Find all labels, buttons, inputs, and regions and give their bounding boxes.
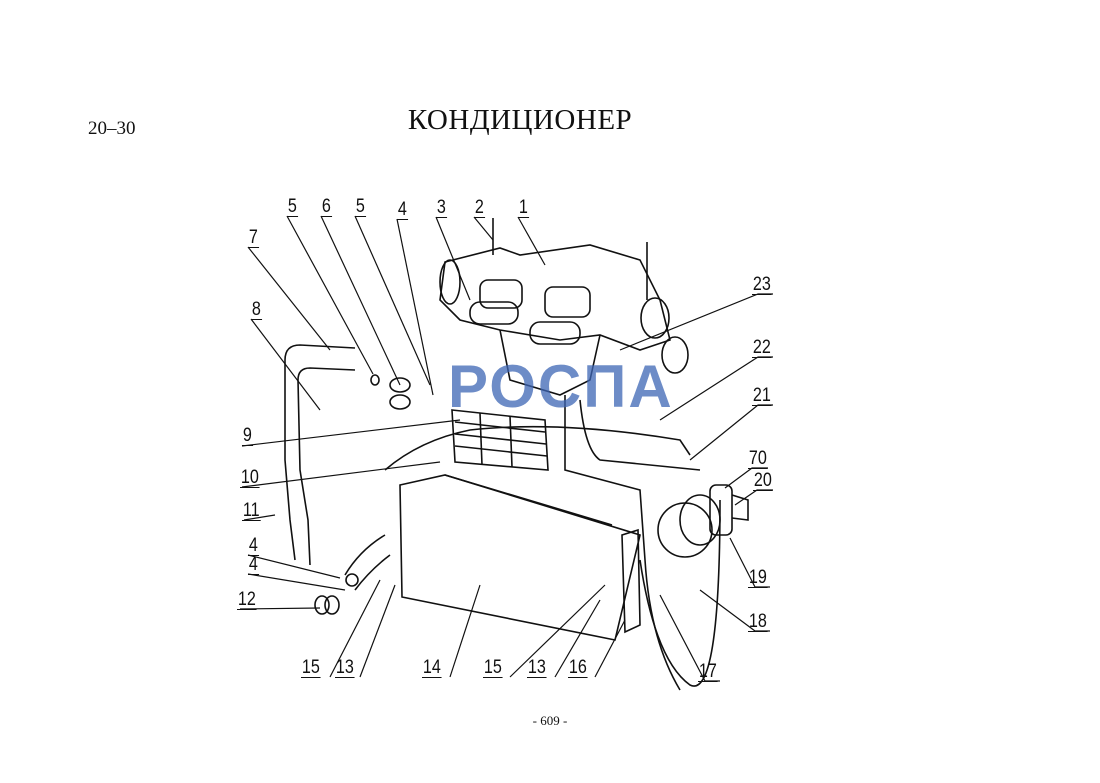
section-page-code: 20–30 bbox=[88, 118, 136, 139]
callout-label: 14 bbox=[422, 657, 442, 678]
page-title: КОНДИЦИОНЕР bbox=[407, 104, 633, 136]
callout-label: 4 bbox=[248, 535, 259, 556]
receiver-drier bbox=[709, 484, 749, 536]
callout-label: 23 bbox=[752, 274, 772, 295]
callout-label: 4 bbox=[397, 199, 408, 220]
watermark-logo: РОСПА bbox=[448, 353, 674, 420]
callout-label: 18 bbox=[748, 611, 768, 632]
callout-label: 5 bbox=[355, 196, 366, 217]
callout-label: 9 bbox=[242, 425, 253, 446]
callout-label: 15 bbox=[301, 657, 321, 678]
callout-label: 10 bbox=[240, 467, 260, 488]
callout-label: 5 bbox=[287, 196, 298, 217]
callout-label: 22 bbox=[752, 337, 772, 358]
callout-label: 8 bbox=[251, 299, 262, 320]
callout-label: 1 bbox=[518, 197, 529, 218]
grille-panel bbox=[451, 409, 549, 471]
callout-label: 11 bbox=[242, 500, 261, 521]
hose-fittings bbox=[314, 374, 411, 615]
callout-label: 2 bbox=[474, 197, 485, 218]
condenser bbox=[399, 474, 641, 641]
callout-label: 6 bbox=[321, 196, 332, 217]
callout-label: 3 bbox=[436, 197, 447, 218]
page-number: - 609 - bbox=[532, 713, 568, 728]
callout-label: 20 bbox=[753, 470, 773, 491]
callout-label: 19 bbox=[748, 567, 768, 588]
heater-unit bbox=[439, 218, 689, 396]
callout-label: 70 bbox=[748, 448, 768, 469]
callout-label: 15 bbox=[483, 657, 503, 678]
leader-lines bbox=[239, 215, 773, 682]
callout-label: 16 bbox=[568, 657, 588, 678]
callout-label: 4 bbox=[248, 554, 259, 575]
callout-label: 12 bbox=[237, 589, 257, 610]
callout-label: 13 bbox=[527, 657, 547, 678]
compressor bbox=[657, 494, 721, 558]
callout-label: 13 bbox=[335, 657, 355, 678]
callout-label: 17 bbox=[698, 661, 718, 682]
callout-label: 7 bbox=[248, 227, 259, 248]
callout-label: 21 bbox=[752, 385, 772, 406]
refrigerant-pipes bbox=[284, 344, 721, 691]
